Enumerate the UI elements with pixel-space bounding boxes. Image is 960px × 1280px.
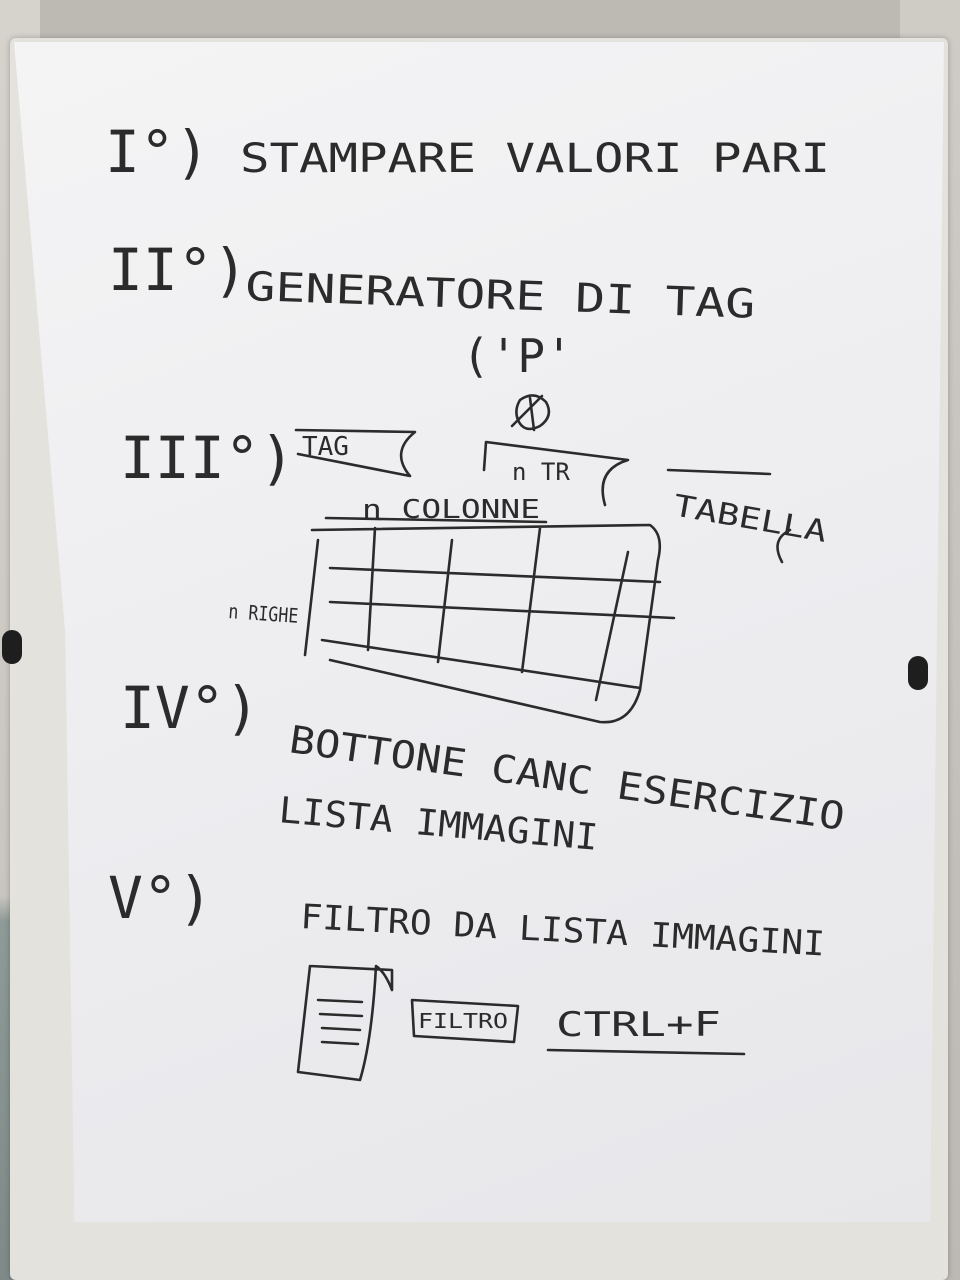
item-1-numeral: I°) [105,118,210,186]
table-label: TABELLA [671,488,830,549]
tag-label: TAG [302,432,349,462]
shortcut-label: CTRL+F [556,1005,721,1045]
clip-left [2,630,22,664]
table-sketch [303,523,676,724]
filter-box [410,998,520,1044]
item-5-text: FILTRO DA LISTA IMMAGINI [300,897,826,964]
item-5-numeral: V°) [108,864,213,932]
item-4-text2: LISTA IMMAGINI [277,790,599,859]
tr-label: n TR [512,458,570,486]
shortcut-underline [546,1048,746,1056]
table-box [666,468,792,564]
tr-box [482,440,630,507]
filter-label: FILTRO [418,1009,508,1033]
item-2-numeral: II°) [108,236,248,304]
crossed-symbol [510,394,551,432]
columns-underline [324,516,548,524]
rows-label: n RIGHE [228,599,300,628]
item-2-text: GENERATORE DI TAG [245,264,756,328]
tag-box [294,428,417,478]
flipchart-paper [14,42,944,1222]
item-2-note: ('P' [462,329,573,383]
item-1-text: STAMPARE VALORI PARI [240,136,830,182]
clip-right [908,656,928,690]
list-sketch [296,964,394,1082]
item-4-numeral: IV°) [120,674,260,742]
item-3-numeral: III°) [120,424,295,492]
